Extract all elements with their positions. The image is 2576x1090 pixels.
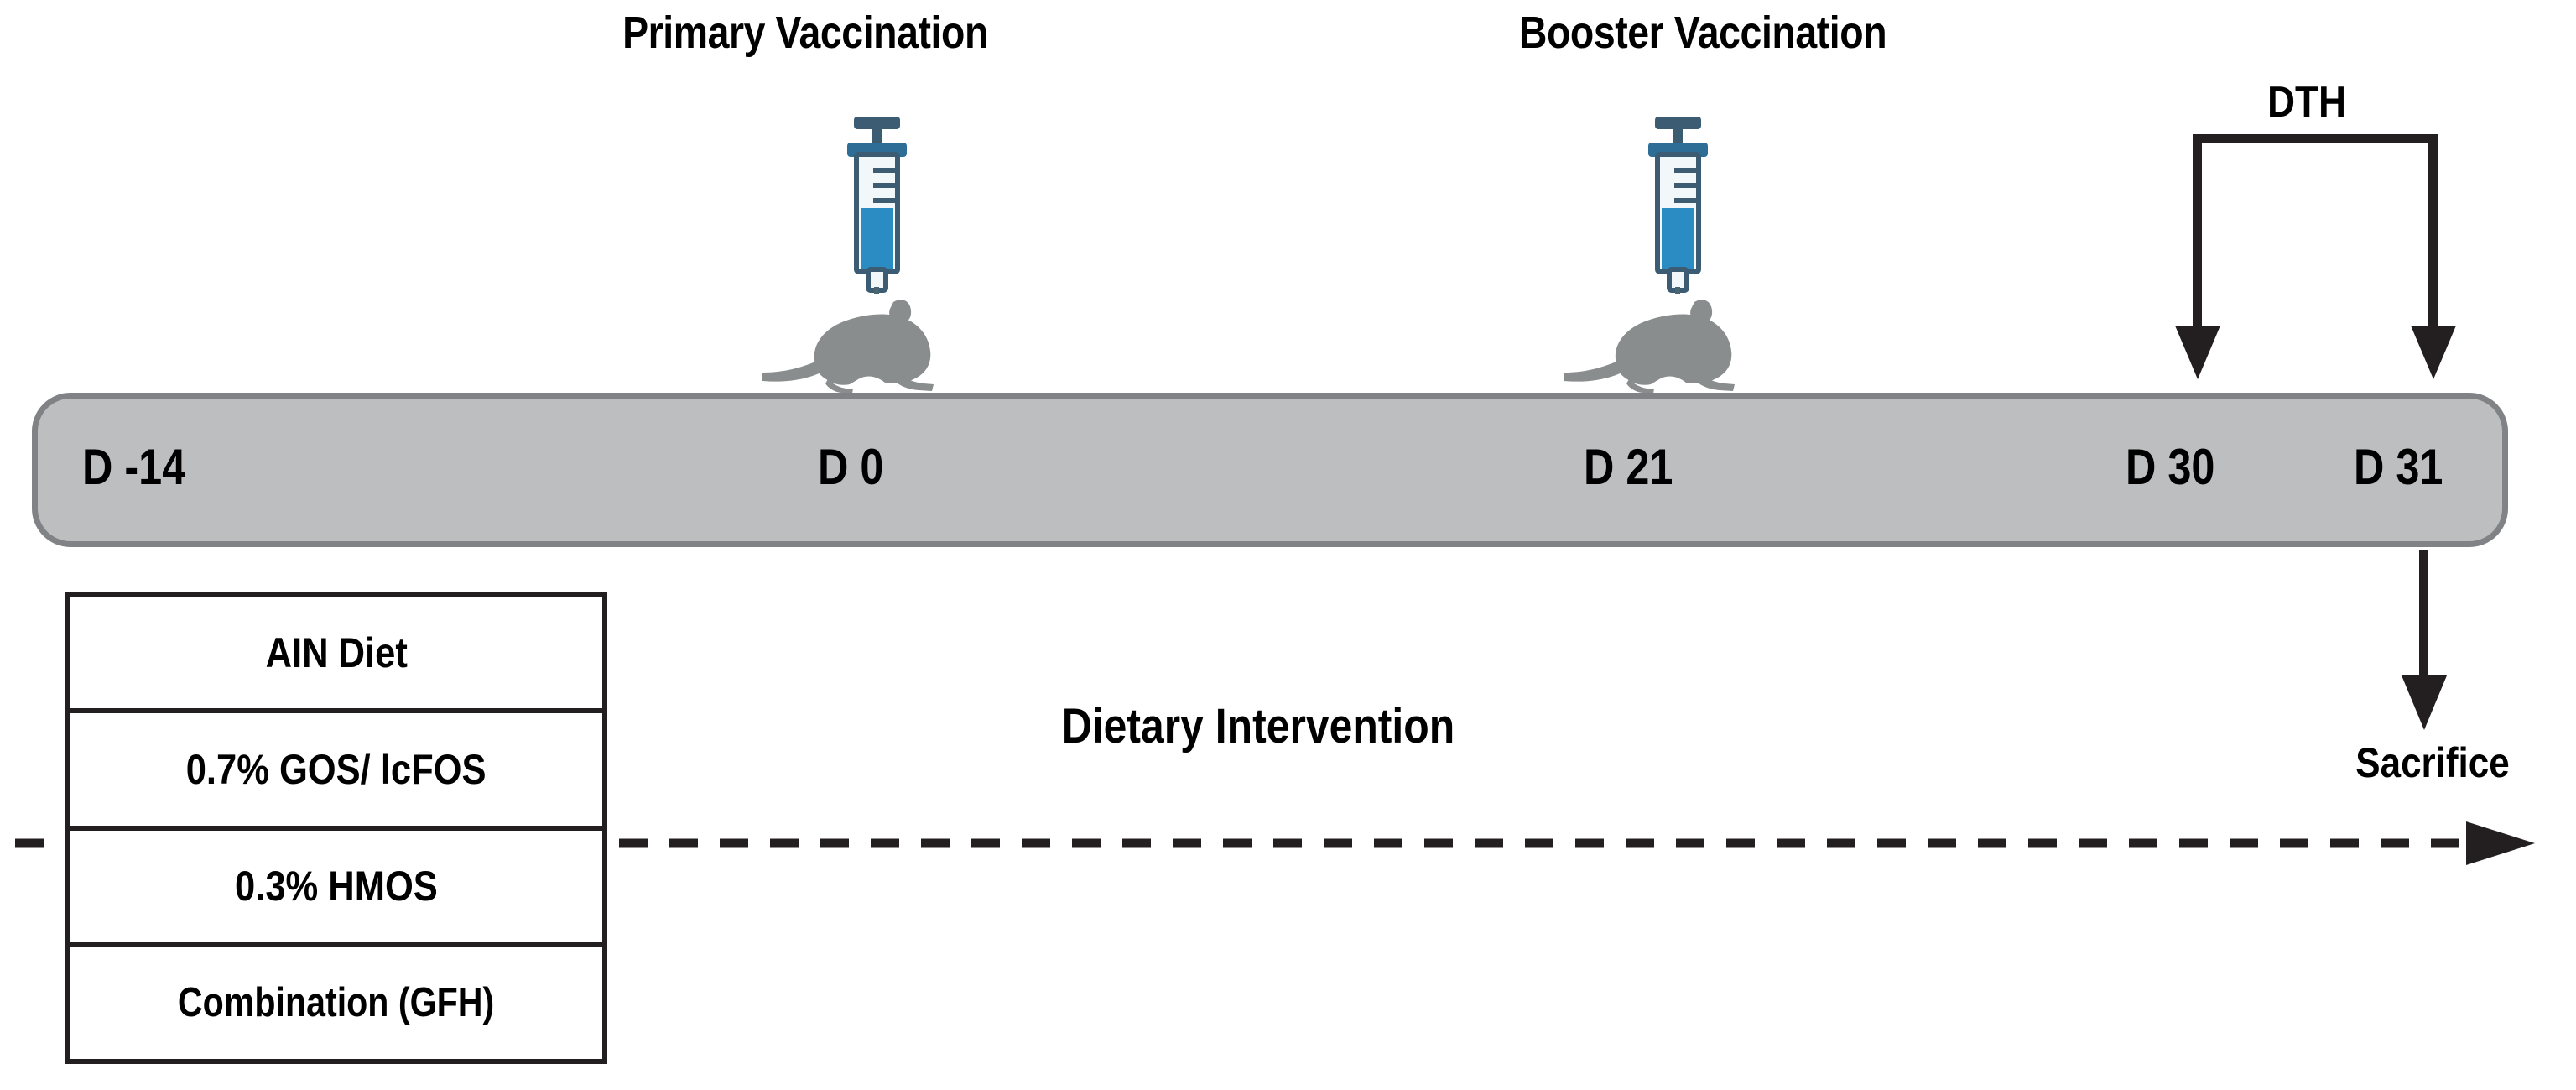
dth-label: DTH [2266, 78, 2347, 127]
diet-group-label: Combination (GFH) [178, 980, 495, 1026]
syringe-icon [847, 117, 907, 294]
timeline-bar [32, 393, 2508, 547]
diet-row: Combination (GFH) [70, 947, 602, 1059]
dth-bracket-icon [2175, 134, 2456, 379]
diet-group-label: 0.3% HMOS [235, 863, 438, 910]
timeline-day-d-31: D 31 [2354, 439, 2443, 495]
diet-row: 0.7% GOS/ lcFOS [70, 713, 602, 831]
mouse-icon [1564, 300, 1735, 394]
sacrifice-label: Sacrifice [2355, 739, 2510, 786]
diet-group-label: 0.7% GOS/ lcFOS [186, 745, 487, 793]
dietary-intervention-label: Dietary Intervention [1061, 699, 1455, 754]
syringe-icon [1648, 117, 1708, 294]
timeline-day-d-30: D 30 [2126, 439, 2215, 495]
sacrifice-arrow-icon [2402, 550, 2447, 730]
timeline-day-d-21: D 21 [1584, 439, 1673, 495]
diet-group-label: AIN Diet [265, 628, 408, 676]
diet-row: AIN Diet [70, 597, 602, 714]
timeline-day-d-minus-14: D -14 [82, 439, 186, 495]
diet-groups-table: AIN Diet 0.7% GOS/ lcFOS 0.3% HMOS Combi… [65, 592, 607, 1064]
mouse-icon [762, 300, 934, 394]
event-title-booster-vaccination: Booster Vaccination [1518, 8, 1887, 58]
timeline-day-d-0: D 0 [818, 439, 884, 495]
diet-row: 0.3% HMOS [70, 830, 602, 947]
event-title-primary-vaccination: Primary Vaccination [622, 8, 988, 58]
